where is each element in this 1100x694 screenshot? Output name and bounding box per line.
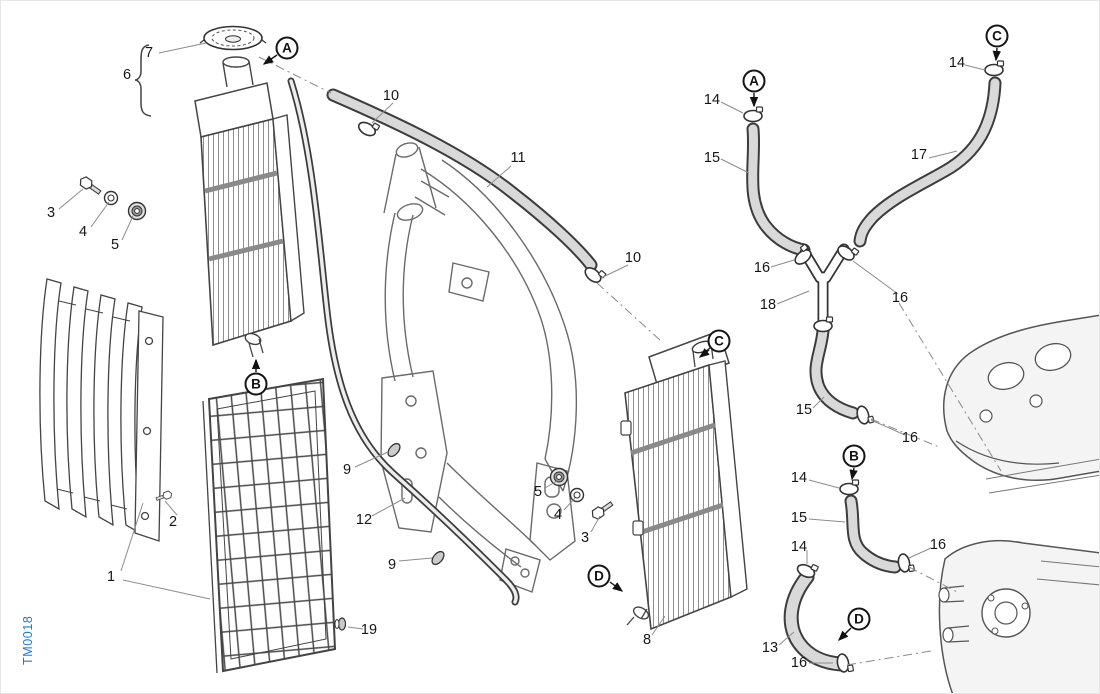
part-number-callout: 9 [387,557,397,573]
part-number-callout: 11 [510,150,526,166]
part-number-callout: 5 [110,237,120,253]
part-number-callout: 12 [355,512,373,528]
ref-letter-callout: A [742,69,766,93]
ref-letter-callout: C [985,24,1009,48]
left-radiator [194,56,305,358]
ref-letter-callout: D [847,607,871,631]
part-number-callout: 19 [360,622,378,638]
part-number-callout: 14 [790,539,808,555]
part-number-callout: 16 [929,537,947,553]
upper-hose-11 [326,88,598,272]
part-number-callout: 17 [910,147,928,163]
part-number-callout: 16 [901,430,919,446]
part-number-callout: 14 [703,92,721,108]
ref-letter-callout: A [275,36,299,60]
alignment-lines [258,56,1002,666]
engine-cylinder-head [943,314,1099,494]
part-number-callout: 3 [580,530,590,546]
ref-letter-callout: D [587,564,611,588]
part-number-callout: 9 [342,462,352,478]
part-number-callout: 5 [533,484,543,500]
part-number-callout: 8 [642,632,652,648]
radiator-guard-grille [202,377,337,674]
ref-letter-callout: B [244,372,268,396]
part-number-callout: 10 [382,88,400,104]
part-number-callout: 18 [759,297,777,313]
hose-clamp-14 [839,479,860,496]
part-number-callout: 4 [553,507,563,523]
clip-19 [334,617,347,631]
part-number-callout: 7 [144,45,154,61]
overflow-hose-12 [287,77,520,606]
hose-clamp-14 [984,60,1005,77]
group-bracket [134,44,152,117]
bolt [77,174,104,198]
part-number-callout: 3 [46,205,56,221]
part-number-callout: 1 [106,569,116,585]
radiator-cap [199,25,267,51]
washer [103,190,119,206]
part-number-callout: 13 [761,640,779,656]
part-number-callout: 15 [795,402,813,418]
part-number-callout: 10 [624,250,642,266]
part-number-callout: 15 [790,510,808,526]
right-radiator [620,330,748,631]
part-number-callout: 14 [790,470,808,486]
hose-clamp-14 [743,106,764,123]
part-number-callout: 15 [703,150,721,166]
part-number-callout: 16 [891,290,909,306]
part-number-callout: 16 [753,260,771,276]
radiator-louver [39,278,164,542]
part-number-callout: 2 [168,514,178,530]
rubber-grommet [127,201,147,221]
fastener-set-left [77,174,347,631]
hose-guide-9 [385,440,403,460]
part-number-callout: 6 [122,67,132,83]
coolant-hoses-right [746,76,1002,672]
washer [569,487,585,503]
ref-letter-callout: C [707,329,731,353]
ref-letter-callout: B [842,444,866,468]
engine-crankcase-water-pump [938,540,1099,693]
bolt [589,498,616,522]
part-number-callout: 4 [78,224,88,240]
y-fitting-18 [799,243,850,327]
part-number-callout: 14 [948,55,966,71]
watermark-code: TM0018 [21,615,35,665]
leader-lines [58,42,986,664]
motorcycle-frame [380,142,578,593]
callout-arrows [251,47,1001,641]
hose-clamp-16 [854,403,875,427]
hose-guide-9 [429,548,447,568]
part-number-callout: 16 [790,655,808,671]
